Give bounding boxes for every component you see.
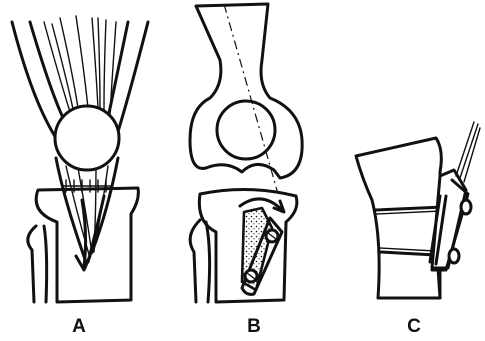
panel-b-fibula <box>190 220 209 302</box>
panel-b-patella <box>217 101 275 159</box>
panel-a-fibula <box>28 226 47 302</box>
panel-b-drawing: B <box>190 4 302 337</box>
panel-a-patella <box>55 106 119 170</box>
panel-a-label: A <box>72 316 86 337</box>
panel-a-drawing: A <box>12 16 148 337</box>
panel-c-label: C <box>407 316 421 337</box>
panel-b-label: B <box>247 316 261 337</box>
panel-a-tibia <box>36 188 138 302</box>
panel-c-tibia <box>356 138 441 298</box>
panel-c-screw-head-lower <box>449 249 459 263</box>
panel-c-drawing: C <box>356 122 480 337</box>
panel-c-screw-head-upper <box>461 200 471 214</box>
panel-c-tendon <box>456 122 480 182</box>
